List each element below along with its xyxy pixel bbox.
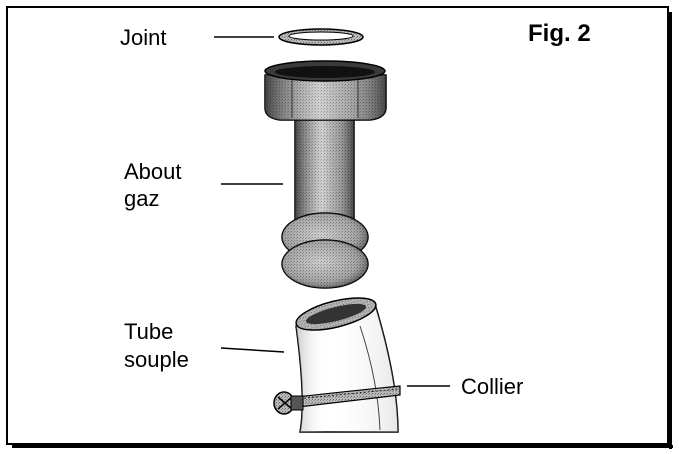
flexible-hose bbox=[295, 297, 399, 433]
hose-clamp bbox=[273, 385, 401, 415]
label-tube-line1: Tube bbox=[124, 319, 174, 344]
figure-frame bbox=[6, 6, 673, 449]
label-about-line2: gaz bbox=[124, 186, 160, 211]
label-about-line1: About bbox=[124, 159, 182, 184]
label-tube-line2: souple bbox=[124, 347, 189, 372]
leader-tube bbox=[220, 347, 285, 353]
joint-washer bbox=[278, 28, 364, 46]
label-collier: Collier bbox=[461, 374, 524, 399]
figure-title: Fig. 2 bbox=[528, 20, 591, 47]
gas-connector bbox=[264, 60, 387, 289]
label-joint: Joint bbox=[120, 25, 167, 50]
